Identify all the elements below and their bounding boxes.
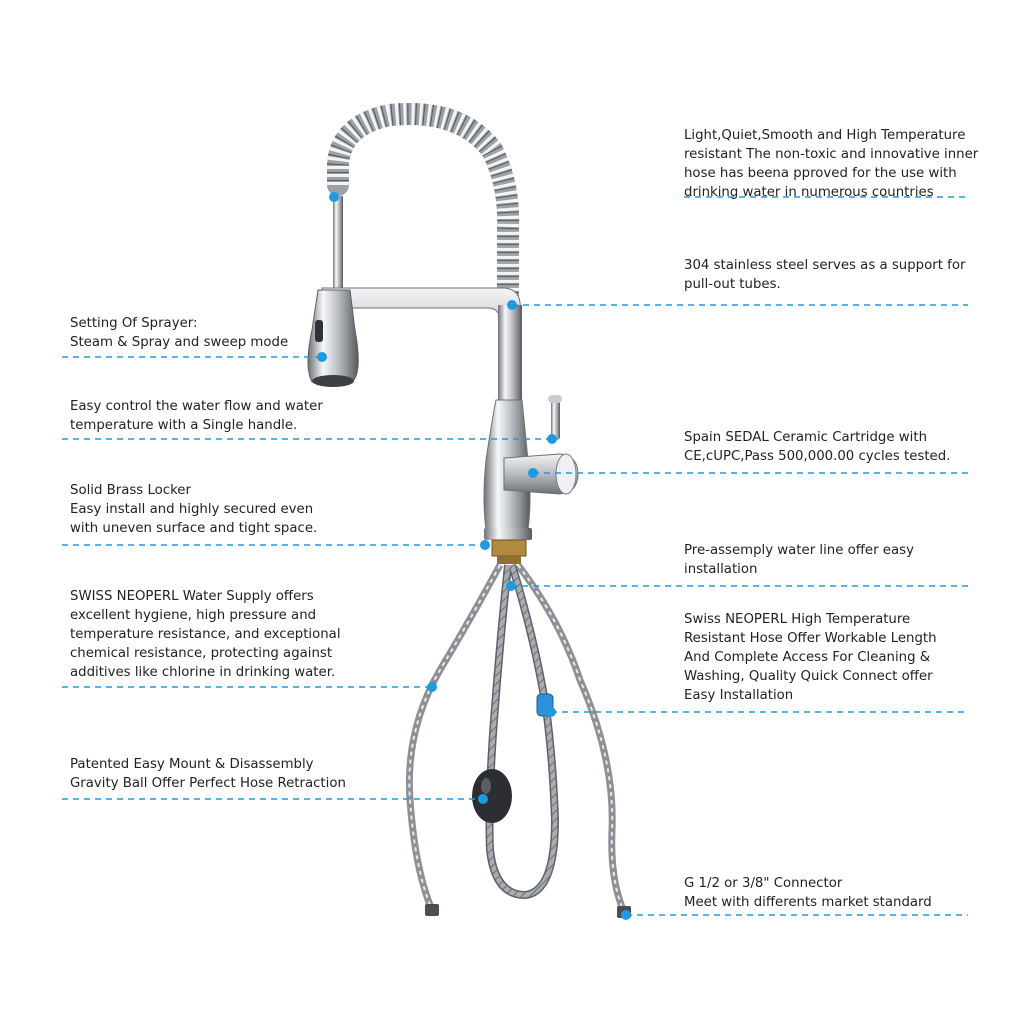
callout-line: And Complete Access For Cleaning & [684,650,931,665]
callout-line: additives like chlorine in drinking wate… [70,665,336,680]
callout-sprayer-setting: Setting Of Sprayer: Steam & Spray and sw… [70,314,288,352]
sprayer-button [315,320,323,342]
left-connector [425,904,439,916]
callout-line: Meet with differents market standard [684,895,932,910]
leader-cartridge-dot [528,468,538,478]
leader-gravity-ball-dot [478,794,488,804]
callout-line: 304 stainless steel serves as a support … [684,258,966,273]
callout-line: Light,Quiet,Smooth and High Temperature [684,128,966,143]
callout-line: pull-out tubes. [684,277,781,292]
callout-line: CE,cUPC,Pass 500,000.00 cycles tested. [684,449,951,464]
callout-leaders [62,192,968,920]
callout-water-line: Pre-assemply water line offer easy insta… [684,541,914,579]
callout-line: hose has beena pproved for the use with [684,166,957,181]
callout-connector: G 1/2 or 3/8" Connector Meet with differ… [684,874,932,912]
callout-water-supply: SWISS NEOPERL Water Supply offers excell… [70,587,341,682]
callout-line: Easy install and highly secured even [70,502,314,517]
callout-line: Pre-assemply water line offer easy [684,543,914,558]
callout-line: installation [684,562,758,577]
leader-sprayer-setting-dot [317,352,327,362]
callout-hot-hose: Swiss NEOPERL High Temperature Resistant… [684,610,937,705]
callout-line: Easy Installation [684,688,794,703]
leader-inner-hose-dot [329,192,339,202]
pull-out-tube [333,196,343,288]
leader-water-line-dot [506,581,516,591]
callout-line: Resistant Hose Offer Workable Length [684,631,937,646]
faucet-base [484,528,532,540]
callout-line: Setting Of Sprayer: [70,316,198,331]
faucet-column [498,305,522,405]
coil-spring [327,103,520,311]
sprayer-nozzle [312,375,354,387]
callout-stainless-support: 304 stainless steel serves as a support … [684,256,965,294]
callout-gravity-ball: Patented Easy Mount & Disassembly Gravit… [70,755,346,793]
callout-line: G 1/2 or 3/8" Connector [684,876,843,891]
leader-stainless-support-dot [507,300,517,310]
callout-line: Steam & Spray and sweep mode [70,335,289,350]
callout-line: with uneven surface and tight space. [70,521,318,536]
leader-brass-locker-dot [480,540,490,550]
callout-single-handle: Easy control the water flow and water te… [70,397,323,435]
callout-line: drinking water in numerous countries [684,185,934,200]
callout-line: Spain SEDAL Ceramic Cartridge with [684,430,927,445]
callout-line: Washing, Quality Quick Connect offer [684,669,933,684]
callout-brass-locker: Solid Brass Locker Easy install and high… [70,481,317,538]
handle-lever [551,400,560,440]
callout-line: Easy control the water flow and water [70,399,323,414]
callout-line: SWISS NEOPERL Water Supply offers [70,589,314,604]
callout-line: Solid Brass Locker [70,483,191,498]
callout-line: excellent hygiene, high pressure and [70,608,317,623]
leader-water-supply-dot [427,682,437,692]
callout-line: Gravity Ball Offer Perfect Hose Retracti… [70,776,346,791]
leader-connector-dot [621,910,631,920]
water-hoses [405,562,628,914]
leader-hot-hose-dot [546,707,556,717]
leader-single-handle-dot [547,434,557,444]
callout-line: Patented Easy Mount & Disassembly [70,757,314,772]
callout-line: resistant The non-toxic and innovative i… [684,147,979,162]
callout-cartridge: Spain SEDAL Ceramic Cartridge with CE,cU… [684,428,950,466]
callout-line: Swiss NEOPERL High Temperature [684,612,911,627]
callout-line: temperature resistance, and exceptional [70,627,341,642]
callout-inner-hose: Light,Quiet,Smooth and High Temperature … [684,126,978,202]
callout-line: chemical resistance, protecting against [70,646,333,661]
callout-line: temperature with a Single handle. [70,418,298,433]
brass-locker [491,539,527,557]
gravity-ball [472,769,512,823]
